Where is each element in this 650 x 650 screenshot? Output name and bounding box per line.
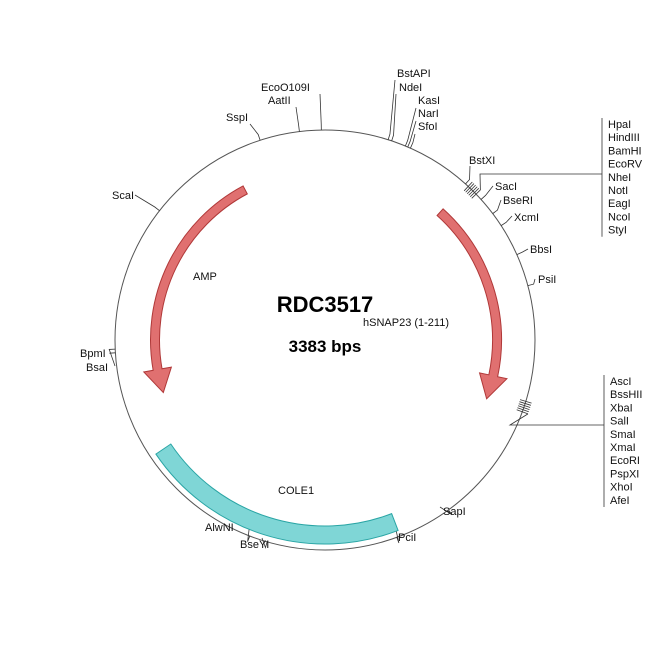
cluster-site-label: AscI xyxy=(610,376,631,388)
site-alwni: AlwNI xyxy=(205,522,234,534)
site-ndei: NdeI xyxy=(399,82,422,94)
cluster-site-label: XhoI xyxy=(610,482,633,494)
cluster-site-label: BamHI xyxy=(608,145,642,157)
site-sspi: SspI xyxy=(226,112,248,124)
site-tick-line xyxy=(527,278,536,287)
site-tick-line xyxy=(108,348,116,367)
site-bseyi: BseYI xyxy=(240,539,269,551)
site-tick-line xyxy=(407,120,417,148)
site-tick-line xyxy=(261,537,268,549)
site-bstxi: BstXI xyxy=(469,155,495,167)
cluster-tick xyxy=(469,188,480,198)
cluster-site-label: PspXI xyxy=(610,468,639,480)
cluster-site-label: NotI xyxy=(608,185,628,197)
cole1-label: COLE1 xyxy=(278,485,314,497)
site-bstapi: BstAPI xyxy=(397,68,431,80)
cluster-site-label: NheI xyxy=(608,172,631,184)
cluster-tick xyxy=(517,405,530,410)
site-saci: SacI xyxy=(495,181,517,193)
site-tick-line xyxy=(500,215,513,226)
site-tick-line xyxy=(295,106,300,132)
cluster-tick xyxy=(519,401,532,406)
site-tick-line xyxy=(387,79,396,140)
site-tick-line xyxy=(516,248,529,255)
plasmid-name: RDC3517 xyxy=(277,292,374,317)
site-tick-line xyxy=(134,194,160,212)
cluster-site-label: SmaI xyxy=(610,429,636,441)
hsnap23-feature-arrow[interactable] xyxy=(436,208,508,400)
cluster-site-label: XbaI xyxy=(610,402,633,414)
site-bsai: BsaI xyxy=(86,362,108,374)
site-tick-line xyxy=(319,93,322,131)
cluster-tick xyxy=(463,181,473,192)
site-tick-line xyxy=(404,107,417,147)
cole1-feature[interactable] xyxy=(155,443,399,545)
cluster-site-label: EagI xyxy=(608,198,631,210)
cluster-site-label: EcoRV xyxy=(608,159,643,171)
cluster-site-label: EcoRI xyxy=(610,455,640,467)
site-tick-line xyxy=(480,185,494,200)
site-tick-line xyxy=(439,506,453,516)
site-xcmi: XcmI xyxy=(514,212,539,224)
site-bbsi: BbsI xyxy=(530,244,552,256)
cluster-site-label: HindIII xyxy=(608,132,640,144)
site-psii: PsiI xyxy=(538,274,556,286)
cluster-tick xyxy=(466,184,476,195)
site-bseri: BseRI xyxy=(503,195,533,207)
cluster-tick xyxy=(516,409,529,415)
amp-label: AMP xyxy=(193,271,217,283)
hsnap23-label: hSNAP23 (1-211) xyxy=(363,317,449,329)
cluster-leader xyxy=(508,413,604,426)
cluster-tick xyxy=(468,186,478,196)
site-ecoo109i: EcoO109I xyxy=(261,82,310,94)
site-scai: ScaI xyxy=(112,190,134,202)
site-nari: NarI xyxy=(418,108,439,120)
cluster-tick xyxy=(518,403,531,408)
site-tick-line xyxy=(465,165,471,185)
cluster-site-label: HpaI xyxy=(608,119,631,131)
cluster-site-label: BssHII xyxy=(610,389,642,401)
site-tick-line xyxy=(492,199,502,214)
site-tick-line xyxy=(391,93,397,141)
site-tick-line xyxy=(249,123,261,141)
cluster-leader xyxy=(479,173,602,190)
site-tick-line xyxy=(395,529,400,544)
site-tick-line xyxy=(410,133,416,149)
cluster-site-label: AfeI xyxy=(610,495,630,507)
site-kasi: KasI xyxy=(418,95,440,107)
site-aatii: AatII xyxy=(268,95,291,107)
site-pcii: PciI xyxy=(398,532,416,544)
cluster-site-label: StyI xyxy=(608,225,627,237)
cluster-tick xyxy=(465,183,475,193)
cluster-site-label: SalI xyxy=(610,416,629,428)
backbone-circle xyxy=(114,129,536,551)
cluster-tick xyxy=(471,189,481,199)
site-sapi: SapI xyxy=(443,506,466,518)
cluster-tick xyxy=(519,399,532,404)
amp-feature-arrow[interactable] xyxy=(142,185,248,394)
site-bpmi: BpmI xyxy=(80,348,106,360)
site-sfoi: SfoI xyxy=(418,121,438,133)
cluster-tick xyxy=(517,407,529,413)
cluster-site-label: XmaI xyxy=(610,442,636,454)
plasmid-size: 3383 bps xyxy=(289,337,362,356)
cluster-site-label: NcoI xyxy=(608,211,631,223)
site-ticks xyxy=(108,79,536,549)
